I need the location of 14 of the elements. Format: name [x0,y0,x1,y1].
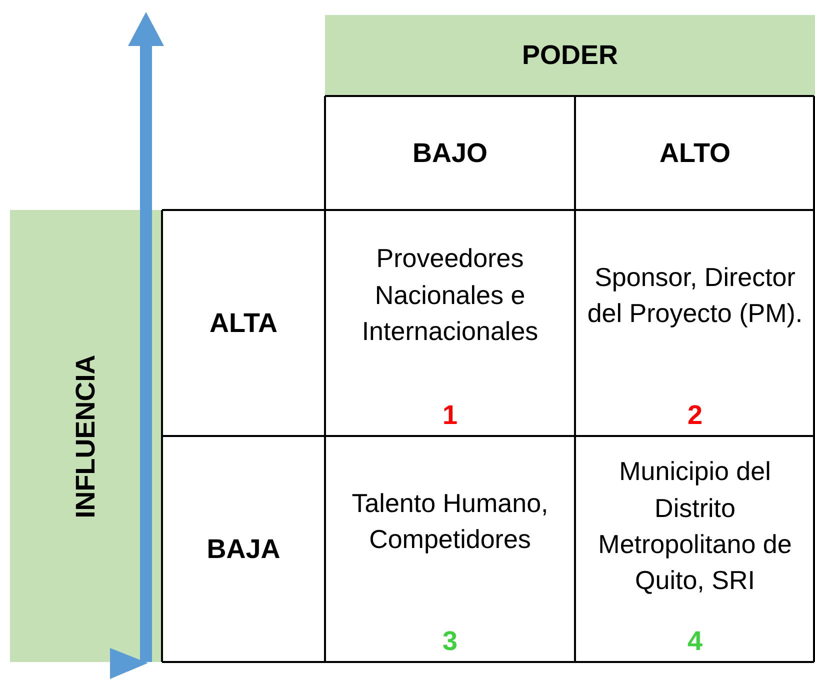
column-header: ALTO [660,138,730,168]
cell-text: Municipio del Distrito Metropolitano de Quito, SRI [597,455,793,598]
quadrant-number: 3 [442,626,458,656]
column-header: PODER [522,40,618,71]
cell-text: Talento Humano, Competidores [350,486,550,556]
axis-label: INFLUENCIA [70,354,102,518]
cell-text: Sponsor, Director del Proyecto (PM). [586,260,804,330]
quadrant-number: 1 [442,400,458,430]
cell-text: Proveedores Nacionales e Internacionales [360,242,540,348]
row-header: ALTA [210,308,278,338]
quadrant-number: 4 [687,626,703,656]
row-header: BAJA [206,534,280,564]
column-header: BAJO [412,138,488,168]
quadrant-number: 2 [687,400,703,430]
